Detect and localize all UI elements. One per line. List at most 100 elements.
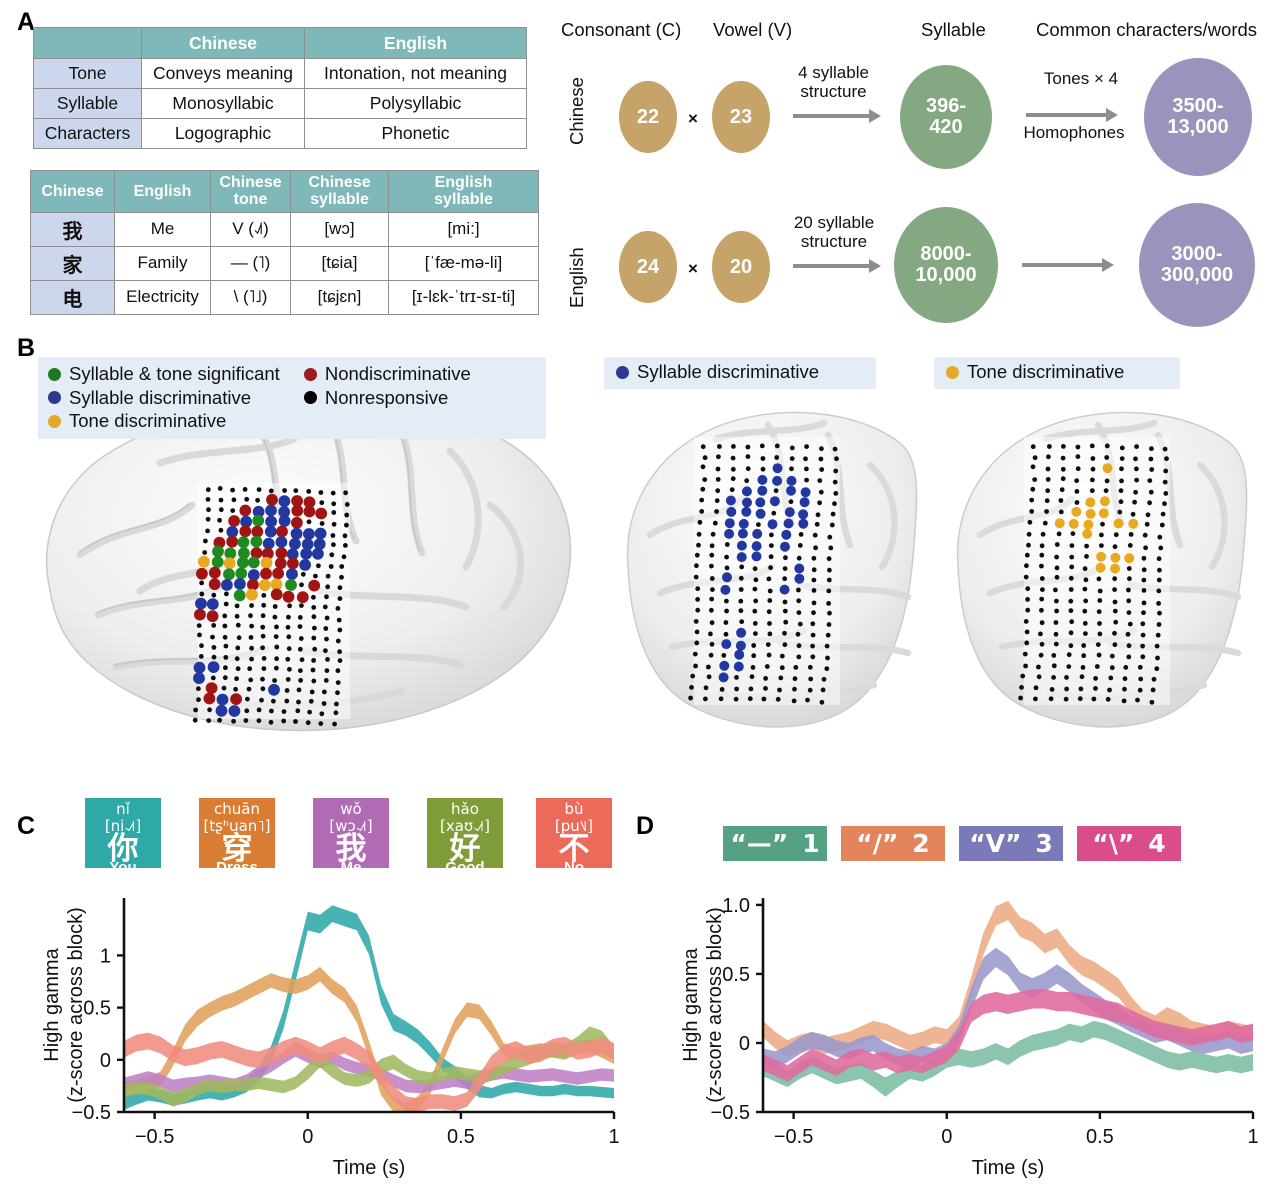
stimulus-card-hao[interactable]: hǎo [xaʊ˨˩˦] 好 Good [427, 798, 503, 875]
electrode-inactive [1156, 601, 1161, 606]
electrode-inactive [337, 596, 343, 601]
electrode-inactive [1119, 466, 1124, 472]
electrode-inactive [218, 497, 224, 503]
electrode-inactive [1156, 577, 1162, 583]
electrode-inactive [311, 658, 316, 663]
electrode-active [247, 569, 260, 581]
electrode-inactive [730, 476, 736, 482]
electrode-inactive [210, 634, 215, 640]
electrode-inactive [339, 564, 345, 569]
electrode-inactive [1068, 598, 1074, 604]
electrode-inactive [1142, 532, 1148, 538]
flow-chinese-arrow2-label-bottom: Homophones [1023, 123, 1125, 142]
electrode-inactive [1121, 698, 1127, 704]
tone-card-1[interactable]: “—” 1 [723, 826, 827, 861]
electrode-inactive [196, 686, 201, 692]
electrode-inactive [739, 619, 745, 625]
electrode-inactive [1154, 666, 1160, 672]
electrode-inactive [323, 678, 329, 683]
flow-times-chinese: × [688, 109, 698, 128]
stimulus-card-bu[interactable]: bù [pu˥˩] 不 No [536, 798, 612, 875]
electrode-inactive [723, 631, 729, 637]
electrode-inactive [311, 605, 317, 610]
electrode-inactive [734, 675, 739, 680]
table-col-chinese: Chinese [141, 27, 305, 59]
legend-label-1: Syllable discriminative [69, 386, 251, 408]
electrode-inactive [328, 564, 334, 569]
electrode-inactive [817, 478, 823, 483]
electrode-active [211, 556, 224, 568]
electrode-inactive [1097, 598, 1103, 603]
electrode-inactive [760, 466, 766, 472]
electrode-inactive [738, 575, 744, 581]
electrode-inactive [1127, 543, 1133, 548]
electrode-inactive [309, 689, 315, 695]
electrode-inactive [322, 604, 328, 610]
electrode-inactive [1070, 531, 1076, 536]
stimulus-card-ni[interactable]: nǐ [ni˨˩˦] 你 You [85, 798, 161, 875]
electrode-inactive [330, 533, 336, 538]
electrode-active [786, 485, 796, 496]
electrode-active [286, 568, 298, 580]
electrode-inactive [205, 528, 211, 534]
electrode-active [290, 527, 303, 540]
electrode-inactive [341, 554, 347, 560]
cell-cnsyll-wo: [wɔ] [290, 211, 389, 247]
flow-arrow1-english-line [793, 264, 871, 268]
electrode-active [1068, 518, 1079, 529]
panel-label-c: C [17, 812, 36, 840]
electrode-inactive [1149, 446, 1154, 452]
electrode-inactive [708, 631, 713, 637]
col-chinese-syllable-l1: Chinese [308, 174, 371, 191]
table-col-english: English [304, 27, 527, 59]
electrode-inactive [235, 622, 241, 628]
stimulus-card-wo[interactable]: wǒ [wɔ˨˩˦] 我 Me [313, 798, 389, 875]
electrode-inactive [234, 656, 240, 662]
electrode-inactive [821, 676, 827, 682]
electrode-inactive [1066, 652, 1072, 658]
electrode-inactive [1144, 521, 1150, 527]
electrode-inactive [313, 573, 318, 579]
electrode-inactive [748, 686, 754, 692]
electrode-active [224, 547, 237, 560]
legend-dot-gold-icon [48, 414, 61, 428]
tone-card-2[interactable]: “/” 2 [841, 826, 945, 861]
electrode-inactive [300, 571, 306, 577]
cn-words-l2: 13,000 [1167, 116, 1229, 138]
stimulus-hanzi: 不 [558, 830, 590, 867]
electrode-inactive [274, 644, 280, 650]
electrode-inactive [745, 454, 751, 459]
electrode-active [780, 541, 790, 552]
electrode-inactive [1053, 631, 1059, 637]
electrode-inactive [325, 584, 331, 590]
stimulus-card-chuan[interactable]: chuān [tʂʰuan˥] 穿 Dress [199, 798, 275, 875]
electrode-active [206, 610, 219, 623]
electrode-inactive [261, 593, 267, 598]
electrode-inactive [719, 687, 725, 692]
electrode-inactive [775, 696, 781, 702]
electrode-inactive [1163, 468, 1169, 474]
electrode-inactive [702, 477, 708, 482]
electrode-inactive [271, 698, 276, 704]
electrode-inactive [1125, 631, 1131, 637]
tone-card-3[interactable]: “V” 3 [959, 826, 1063, 861]
electrode-inactive [1042, 520, 1048, 526]
electrode-active [275, 536, 288, 548]
electrode-inactive [1069, 619, 1075, 625]
electrode-inactive [311, 678, 317, 684]
electrode-inactive [286, 614, 291, 620]
electrode-active [264, 525, 277, 538]
electrode-inactive [807, 687, 813, 693]
electrode-inactive [795, 631, 801, 637]
electrode-inactive [700, 464, 706, 470]
electrode-inactive [818, 456, 824, 462]
stimulus-pinyin: chuān [214, 800, 260, 818]
electrode-inactive [211, 623, 217, 628]
electrode-inactive [249, 645, 255, 651]
comparison-table: Chinese English Tone Conveys meaning Int… [33, 27, 527, 149]
electrode-inactive [231, 497, 237, 503]
electrode-active [272, 567, 284, 580]
electrode-inactive [319, 500, 325, 506]
tone-card-4[interactable]: “\” 4 [1077, 826, 1181, 861]
electrode-active [239, 525, 252, 538]
